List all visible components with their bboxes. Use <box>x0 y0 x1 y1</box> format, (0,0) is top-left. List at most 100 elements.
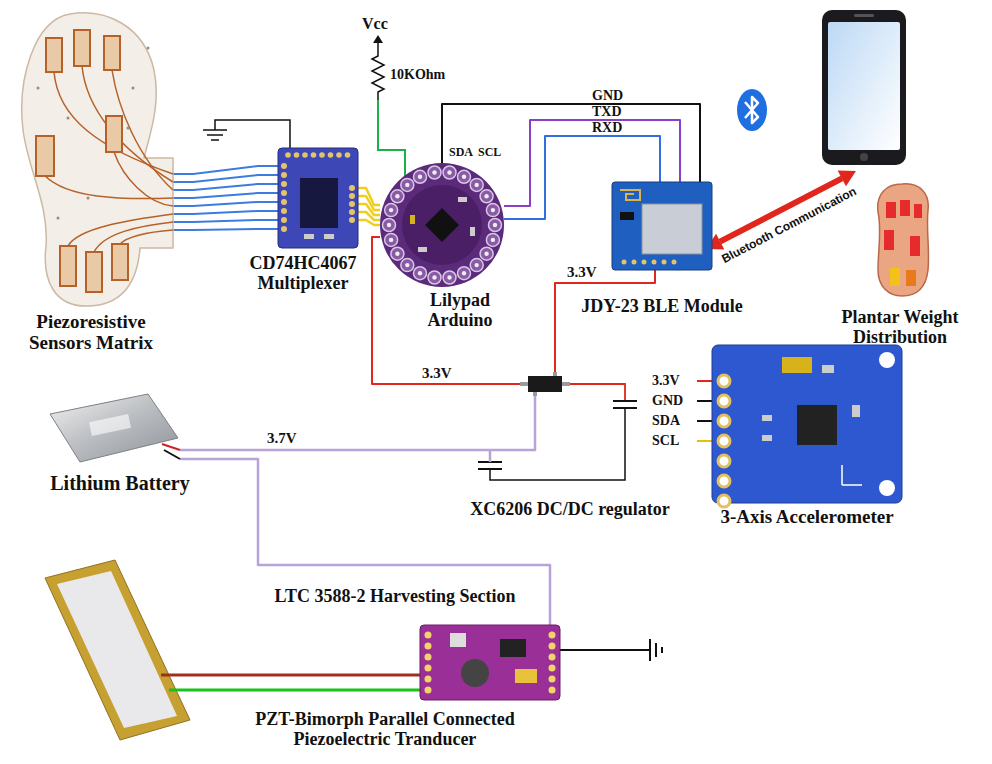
drawing-part <box>294 152 300 158</box>
drawing-part <box>470 227 475 236</box>
drawing-part <box>458 170 471 183</box>
drawing-part <box>383 219 396 232</box>
bluetooth-icon <box>737 89 767 131</box>
drawing-part <box>349 217 355 223</box>
drawing-part <box>662 260 667 265</box>
component-label: Plantar Weight Distribution <box>810 308 990 348</box>
drawing-part <box>50 392 180 467</box>
drawing-part <box>60 246 76 286</box>
drawing-part <box>68 214 173 246</box>
component-label: LTC 3588-2 Harvesting Section <box>245 587 545 607</box>
ground-wire <box>442 104 700 182</box>
drawing-part <box>203 129 227 131</box>
drawing-part <box>211 139 219 141</box>
drawing-part <box>486 233 499 246</box>
drawing-part <box>112 244 128 280</box>
drawing-part <box>480 190 493 203</box>
drawing-part <box>414 170 427 183</box>
wire-line <box>358 220 380 225</box>
drawing-part <box>828 22 900 150</box>
drawing-part <box>491 208 495 212</box>
supply-label: Vcc <box>362 16 388 32</box>
drawing-part <box>428 271 441 284</box>
component-label: JDY-23 BLE Module <box>562 297 762 317</box>
wire-line <box>190 689 420 692</box>
drawing-part <box>215 120 290 148</box>
drawing-part <box>520 382 528 386</box>
component-label: PZT-Bimorph Parallel Connected Piezoelec… <box>225 710 545 750</box>
drawing-part <box>425 643 432 650</box>
wire-line <box>173 166 278 174</box>
drawing-part <box>132 87 135 90</box>
drawing-part <box>649 639 651 661</box>
drawing-part <box>104 36 120 70</box>
drawing-part <box>349 185 355 191</box>
drawing-part <box>900 200 910 216</box>
drawing-part <box>642 260 647 265</box>
drawing-part <box>281 190 287 196</box>
component-label: Lithium Battery <box>25 472 215 494</box>
drawing-part <box>879 352 895 368</box>
drawing-part <box>120 230 173 244</box>
wire-line <box>173 175 278 182</box>
wire-line <box>173 229 278 230</box>
drawing-part <box>914 204 922 218</box>
drawing-part <box>420 625 560 700</box>
drawing-part <box>450 633 466 647</box>
drawing-part <box>425 654 432 661</box>
capacitor-network <box>478 384 637 480</box>
signal-label: 3.7V <box>265 431 299 446</box>
component-label: Piezoresistive Sensors Matrix <box>6 312 176 354</box>
pin-name: GND <box>652 392 683 410</box>
drawing-part <box>612 182 712 270</box>
pin-name: SCL <box>652 432 679 450</box>
sensor-wire-bundle <box>173 166 278 230</box>
pin-name: SDA <box>652 412 680 430</box>
drawing-part <box>281 172 287 178</box>
drawing-part <box>385 204 398 217</box>
drawing-part <box>491 238 495 242</box>
drawing-part <box>162 444 180 450</box>
drawing-part <box>549 654 556 661</box>
arduino-board: Lilypad Arduino <box>380 163 504 287</box>
drawing-part <box>443 271 456 284</box>
drawing-part <box>45 560 190 740</box>
drawing-part <box>324 234 334 239</box>
drawing-part <box>410 215 415 224</box>
drawing-part <box>478 468 502 470</box>
drawing-part <box>420 625 560 700</box>
drawing-part <box>74 30 90 66</box>
drawing-part <box>425 676 432 683</box>
wire-line <box>190 674 420 677</box>
link-label: Bluetooth Communication <box>720 185 858 265</box>
drawing-part <box>349 209 355 215</box>
drawing-part <box>281 226 287 232</box>
drawing-part <box>560 649 650 651</box>
signal-label: 3.3V <box>565 265 599 280</box>
drawing-part <box>762 415 772 421</box>
drawing-part <box>281 163 287 169</box>
drawing-part <box>672 260 677 265</box>
resistor-value: 10KOhm <box>390 68 445 82</box>
drawing-part <box>425 687 432 694</box>
drawing-part <box>890 268 900 286</box>
ble-module: JDY-23 BLE Module <box>612 182 712 270</box>
drawing-part <box>36 136 54 176</box>
drawing-part <box>164 450 180 459</box>
drawing-part <box>562 382 570 386</box>
drawing-part <box>311 152 317 158</box>
drawing-part <box>380 163 504 287</box>
battery-pack: Lithium Battery <box>50 392 180 467</box>
drawing-part <box>443 166 456 179</box>
drawing-part <box>281 217 287 223</box>
drawing-part <box>860 153 868 161</box>
drawing-part <box>782 357 812 373</box>
drawing-part <box>207 134 223 136</box>
wire-line <box>173 184 278 190</box>
charge-wire <box>180 459 550 625</box>
drawing-part <box>852 405 860 417</box>
drawing-part <box>45 560 190 740</box>
drawing-part <box>391 247 404 260</box>
drawing-part <box>86 252 102 292</box>
